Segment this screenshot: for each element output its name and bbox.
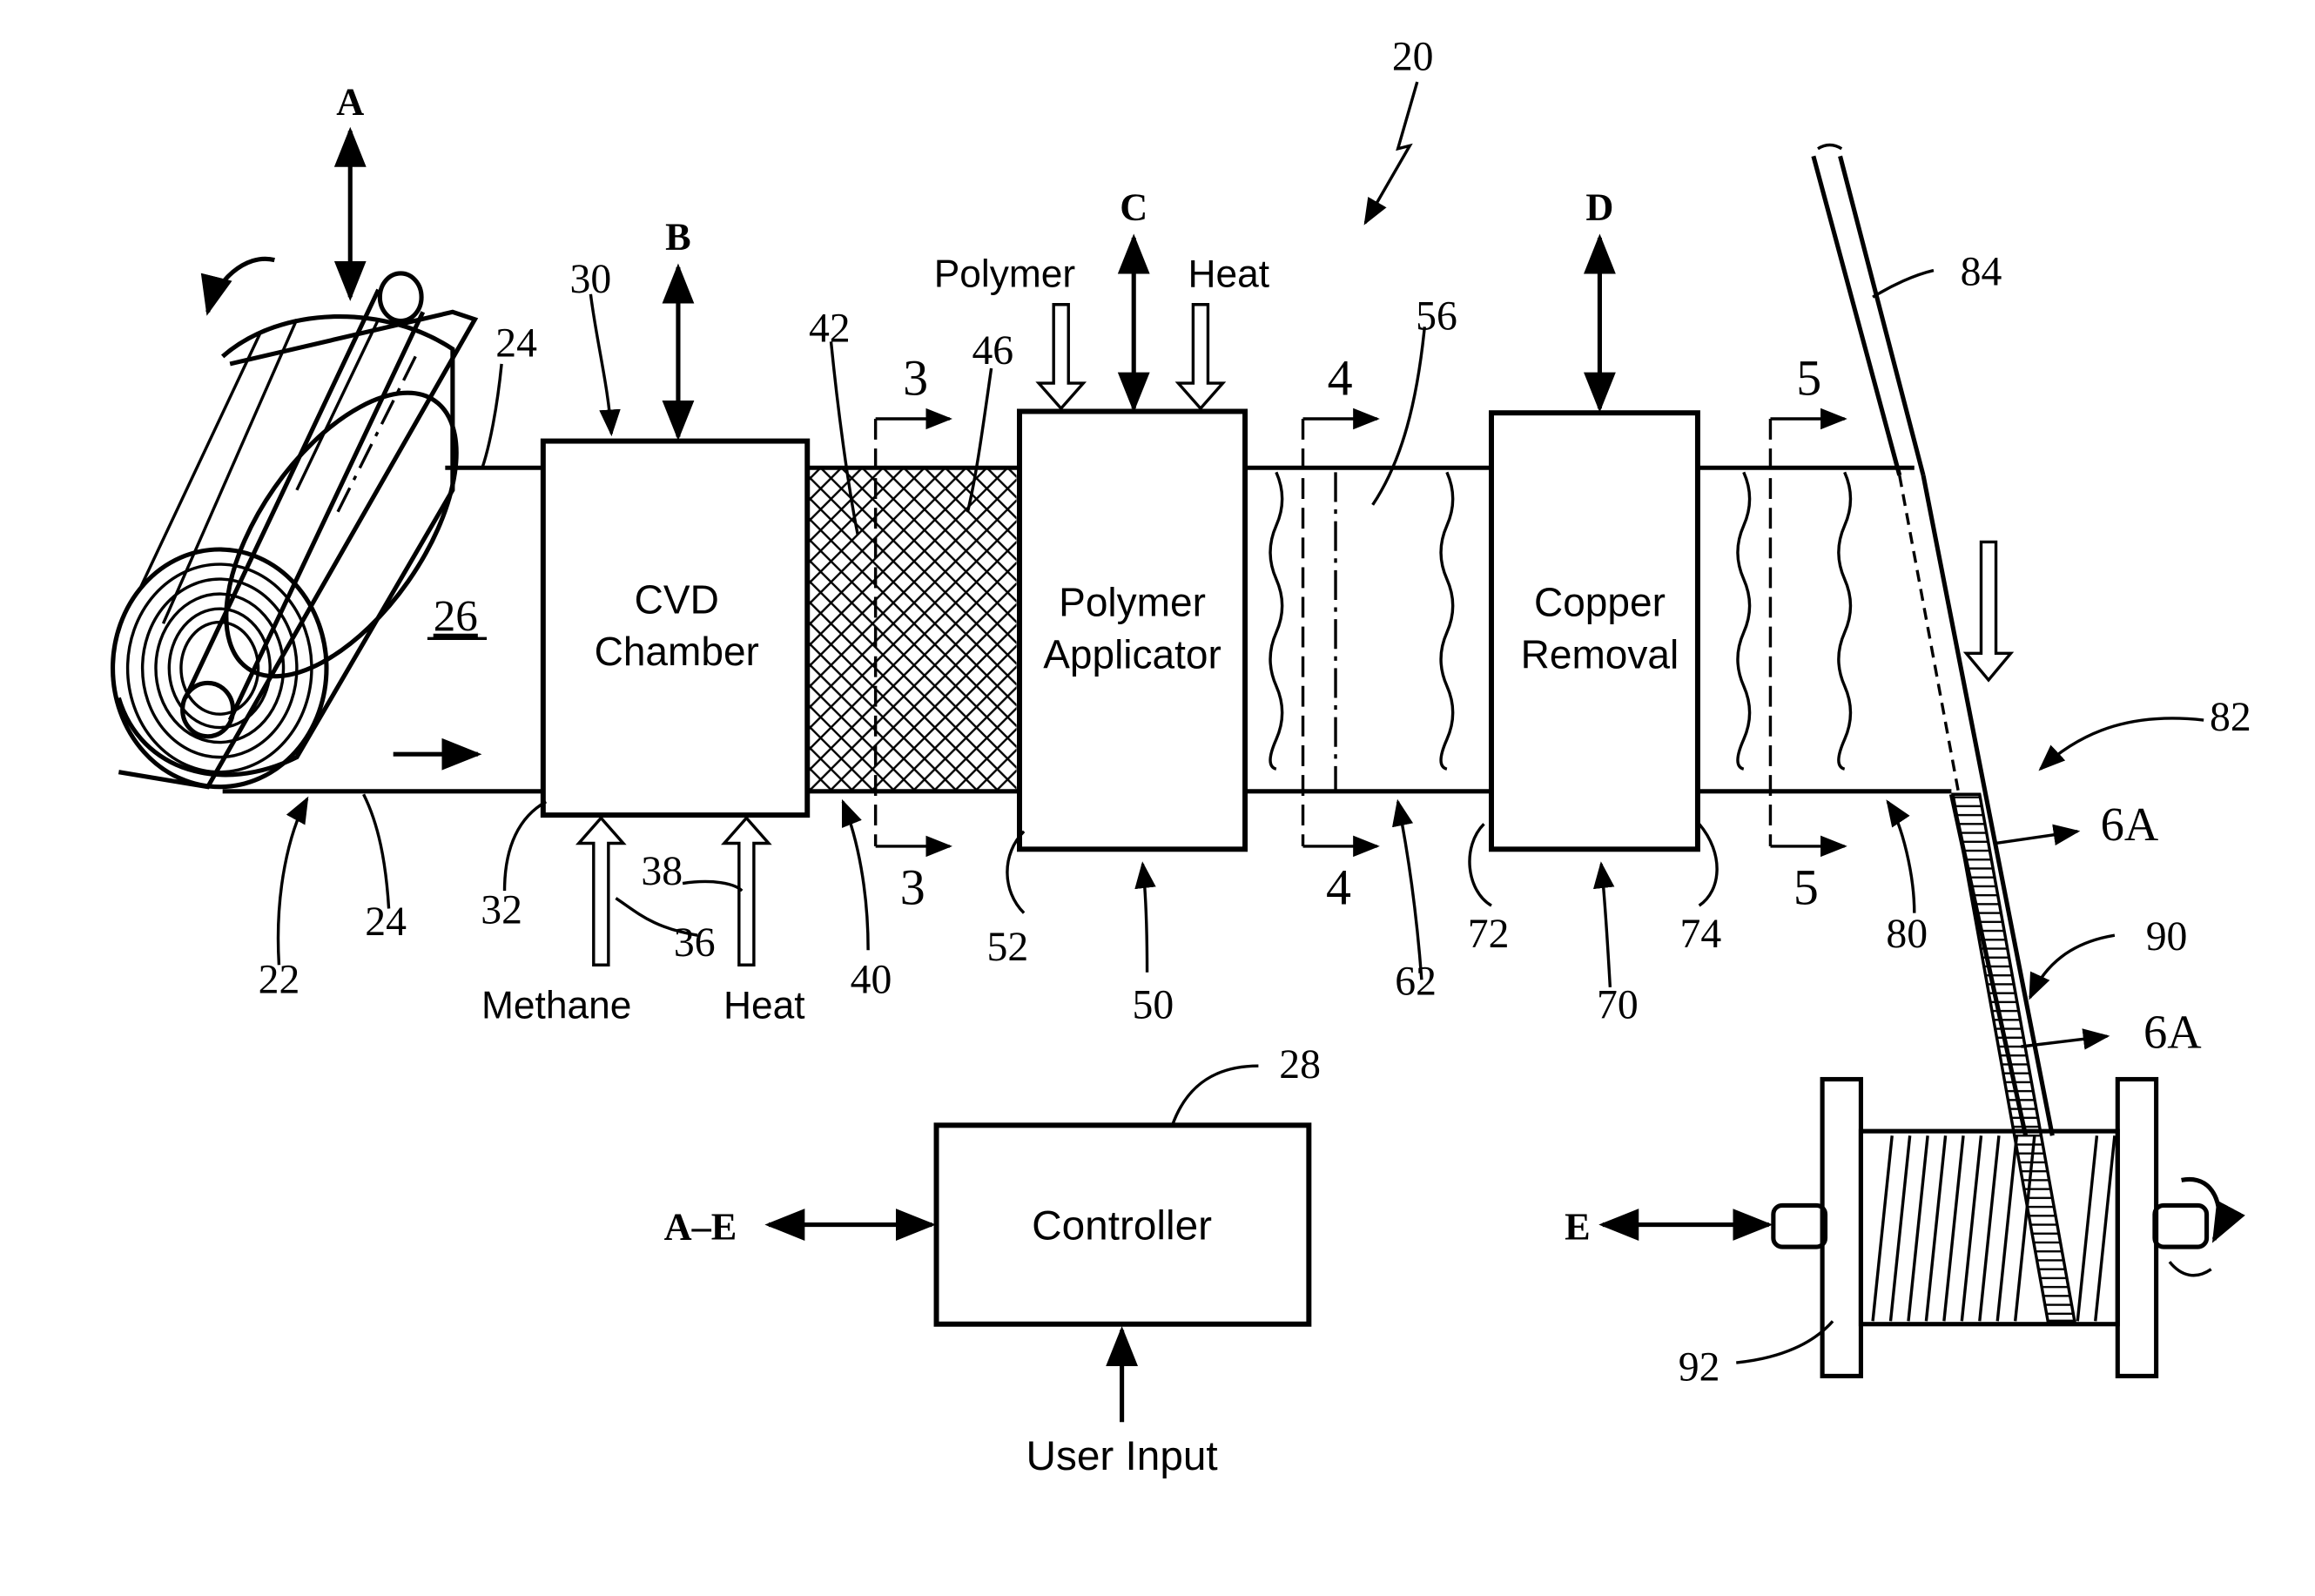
ref-50: 50	[1133, 982, 1174, 1028]
ref-24-bottom: 24	[365, 899, 407, 945]
polymer-label-line1: Polymer	[1059, 580, 1206, 625]
methane-label: Methane	[481, 985, 631, 1027]
ref-38: 38	[641, 848, 683, 894]
takeup-reel	[1773, 1080, 2219, 1377]
section-3-bottom: 3	[900, 859, 925, 915]
ref-26: 26	[434, 592, 478, 642]
letter-c: C	[1120, 186, 1147, 229]
ref-82: 82	[2210, 694, 2251, 740]
cvd-label-line1: CVD	[635, 576, 719, 622]
letter-b: B	[665, 216, 691, 259]
heat-top-label: Heat	[1188, 253, 1270, 295]
supply-roll	[113, 259, 502, 786]
ref-42: 42	[809, 305, 851, 351]
section-5-bottom: 5	[1793, 859, 1819, 915]
ref-72: 72	[1468, 911, 1510, 957]
section-3-top: 3	[903, 350, 928, 407]
ref-22: 22	[259, 957, 300, 1003]
ref-84: 84	[1961, 249, 2002, 295]
letters-a-e: A–E	[664, 1206, 737, 1249]
ref-52: 52	[986, 924, 1028, 970]
cvd-label-line2: Chamber	[595, 629, 759, 674]
heat-bottom-label: Heat	[723, 985, 805, 1027]
ref-90: 90	[2146, 913, 2188, 960]
ref-32: 32	[481, 887, 522, 933]
letter-e: E	[1565, 1206, 1591, 1249]
section-5-top: 5	[1796, 350, 1821, 407]
section-6a-bottom: 6A	[2143, 1006, 2202, 1059]
polymer-input-label: Polymer	[934, 253, 1076, 295]
section-6a-top: 6A	[2101, 798, 2159, 851]
ref-74: 74	[1679, 911, 1721, 957]
user-input-label: User Input	[1026, 1433, 1218, 1479]
controller-label: Controller	[1032, 1203, 1212, 1249]
graphene-mesh-region	[809, 469, 1017, 790]
ref-40: 40	[851, 957, 892, 1003]
ref-20: 20	[1392, 33, 1434, 79]
ref-36: 36	[674, 919, 716, 966]
polymer-label-line2: Applicator	[1043, 631, 1221, 677]
polymer-applicator-box	[1020, 411, 1245, 849]
ref-80: 80	[1886, 911, 1928, 957]
copper-label-line2: Removal	[1521, 631, 1679, 677]
ref-46: 46	[972, 327, 1013, 374]
ref-92: 92	[1679, 1344, 1720, 1391]
ref-70: 70	[1597, 982, 1639, 1028]
ref-62: 62	[1395, 958, 1437, 1004]
ref-30: 30	[570, 256, 612, 302]
ref-56: 56	[1416, 293, 1457, 340]
ref-28: 28	[1279, 1041, 1321, 1088]
ref-24-top: 24	[495, 320, 537, 366]
section-4-top: 4	[1328, 350, 1353, 407]
letter-a: A	[336, 81, 364, 124]
section-4-bottom: 4	[1326, 859, 1351, 915]
copper-label-line1: Copper	[1534, 580, 1666, 625]
letter-d: D	[1585, 186, 1613, 229]
